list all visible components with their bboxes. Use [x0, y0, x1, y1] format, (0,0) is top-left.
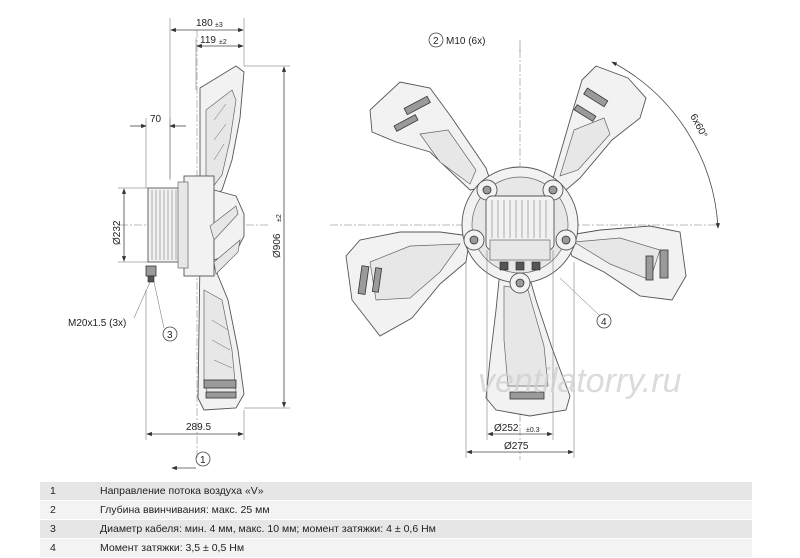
side-view: 180 ±3 119 ±2 70 Ø232 Ø906 ±2 M20x1.5 (3…: [68, 18, 290, 471]
front-view: 2 M10 (6x) 6x60° 4 Ø252 ±0.3 Ø275: [330, 32, 720, 460]
dim-width-part: 119: [200, 35, 216, 46]
dim-motor-diameter: Ø232: [112, 220, 123, 245]
callout-1: 1: [200, 455, 206, 466]
dim-overall-depth: 289.5: [186, 422, 211, 433]
dim-fan-diameter-tol: ±2: [276, 214, 283, 222]
dim-mount-thread: M10 (6x): [446, 36, 485, 47]
dim-cable-gland: M20x1.5 (3x): [68, 318, 126, 329]
technical-drawing: 180 ±3 119 ±2 70 Ø232 Ø906 ±2 M20x1.5 (3…: [68, 18, 720, 471]
dim-bolt-circle: Ø252: [494, 423, 519, 434]
legend-number: 1: [40, 482, 94, 501]
legend-number: 2: [40, 500, 94, 520]
dim-width-total-tol: ±3: [215, 22, 223, 29]
dim-angle-spacing: 6x60°: [687, 112, 709, 140]
legend-table: 1 Направление потока воздуха «V» 2 Глуби…: [40, 482, 752, 558]
dim-flange-diameter: Ø275: [504, 441, 529, 452]
dim-bolt-circle-tol: ±0.3: [526, 427, 540, 434]
legend-row: 1 Направление потока воздуха «V»: [40, 482, 752, 501]
callout-3: 3: [167, 330, 173, 341]
legend-text: Момент затяжки: 3,5 ± 0,5 Нм: [94, 538, 752, 558]
legend-text: Диаметр кабеля: мин. 4 мм, макс. 10 мм; …: [94, 519, 752, 539]
legend-text: Направление потока воздуха «V»: [94, 482, 752, 501]
callout-4: 4: [601, 317, 607, 328]
legend-number: 4: [40, 538, 94, 558]
legend-row: 3 Диаметр кабеля: мин. 4 мм, макс. 10 мм…: [40, 519, 752, 539]
dim-motor-depth: 70: [150, 114, 162, 125]
legend-row: 2 Глубина ввинчивания: макс. 25 мм: [40, 500, 752, 520]
dim-width-part-tol: ±2: [219, 39, 227, 46]
watermark: ventilatorry.ru: [478, 362, 682, 400]
legend-text: Глубина ввинчивания: макс. 25 мм: [94, 500, 752, 520]
dim-width-total: 180: [196, 18, 213, 29]
dim-fan-diameter: Ø906: [272, 233, 283, 258]
callout-2: 2: [433, 36, 439, 47]
legend-row: 4 Момент затяжки: 3,5 ± 0,5 Нм: [40, 538, 752, 558]
legend-number: 3: [40, 519, 94, 539]
